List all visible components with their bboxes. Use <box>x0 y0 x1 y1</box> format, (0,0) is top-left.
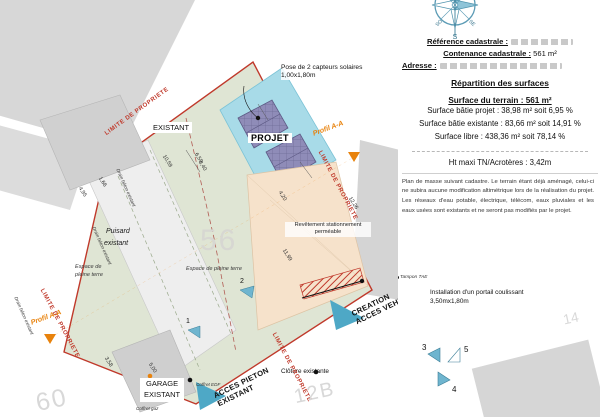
cadastre-reference-label: Référence cadastrale : <box>426 37 509 46</box>
note-portail-coulissant: Installation d'un portail coulissant 3,5… <box>430 289 524 306</box>
notes-paragraph: Plan de masse suivant cadastre. Le terra… <box>402 178 594 214</box>
view-marker-5-cone[interactable] <box>447 347 461 363</box>
svg-text:4: 4 <box>452 385 457 394</box>
view-marker-3-cone[interactable] <box>427 347 441 363</box>
parcel-number-right: 14 <box>561 308 581 328</box>
panel-leader-line <box>243 85 259 119</box>
plan-vector-canvas <box>0 0 400 413</box>
cadastre-adresse-row: Adresse : <box>402 60 598 72</box>
svg-text:3: 3 <box>422 343 427 352</box>
vehicle-access-arrow[interactable] <box>330 300 364 330</box>
cadastre-reference-row: Référence cadastrale : <box>402 36 598 48</box>
cadastre-adresse-label: Adresse : <box>402 60 437 70</box>
label-tampon: Tampon TAE <box>400 275 428 280</box>
surface-line-existante: Surface bâtie existante : 83,66 m² soit … <box>419 119 581 129</box>
view-marker-2-cone[interactable] <box>239 285 255 299</box>
tampon-marker-dot <box>398 276 399 279</box>
panel-divider <box>402 172 598 174</box>
dimension-ticks <box>185 103 313 179</box>
compass-rose-icon: N S SO SE <box>431 0 479 40</box>
gate-end-point <box>359 278 365 284</box>
neighbour-block-north <box>0 0 195 150</box>
profil-section-line <box>49 156 355 339</box>
gate-rail-line <box>301 280 363 299</box>
svg-text:S: S <box>453 34 458 40</box>
view-marker-1-cone[interactable] <box>187 325 201 339</box>
network-lines-group <box>185 117 237 353</box>
view-marker-4-cone[interactable] <box>437 371 451 387</box>
profil-marker-right[interactable] <box>348 152 360 162</box>
property-limit-outline[interactable] <box>63 60 373 405</box>
svg-text:5: 5 <box>464 345 469 354</box>
surface-line-libre: Surface libre : 438,36 m² soit 78,14 % <box>434 132 566 142</box>
hauteur-maxi-line: Ht maxi TN/Acrotères : 3,42m <box>448 157 552 167</box>
surface-terrain-title: Surface du terrain : 561 m² <box>448 96 552 106</box>
cadastre-info-block: Référence cadastrale : Contenance cadast… <box>402 36 598 216</box>
neighbour-block-east <box>352 140 400 300</box>
view-marker-group <box>187 285 255 339</box>
svg-text:SE: SE <box>467 19 476 28</box>
cadastre-contenance-value: 561 m² <box>533 48 557 58</box>
drain-lines-group <box>117 149 233 371</box>
cadastre-contenance-row: Contenance cadastrale : 561 m² <box>402 48 598 60</box>
cadastre-contenance-label: Contenance cadastrale : <box>443 48 531 58</box>
coffret-edf-marker <box>187 377 193 383</box>
svg-text:SO: SO <box>435 19 444 28</box>
neighbour-block-southeast <box>471 339 600 417</box>
site-plan-drawing: EXISTANT PROJET Pose de 2 capteurs solai… <box>0 0 400 417</box>
view-marker-cluster-icon: 3 5 4 <box>422 343 469 394</box>
sliding-gate-hatch[interactable] <box>299 267 365 300</box>
cadastre-adresse-redacted <box>439 62 562 69</box>
cloture-point-marker <box>313 369 319 375</box>
section-divider <box>412 150 588 152</box>
surfaces-section-title: Répartition des surfaces <box>451 78 549 89</box>
pedestrian-access-arrow[interactable] <box>196 382 226 410</box>
information-panel: N S SO SE Référence cadastrale : Contena… <box>398 0 600 417</box>
cadastre-reference-redacted <box>511 39 574 45</box>
coffret-gaz-marker <box>147 373 153 379</box>
view-marker-cluster: 3 5 4 <box>414 338 474 394</box>
existing-house-footprint <box>39 94 151 191</box>
profil-marker-left[interactable] <box>44 334 56 344</box>
surface-line-projet: Surface bâtie projet : 38,98 m² soit 6,9… <box>427 106 573 116</box>
